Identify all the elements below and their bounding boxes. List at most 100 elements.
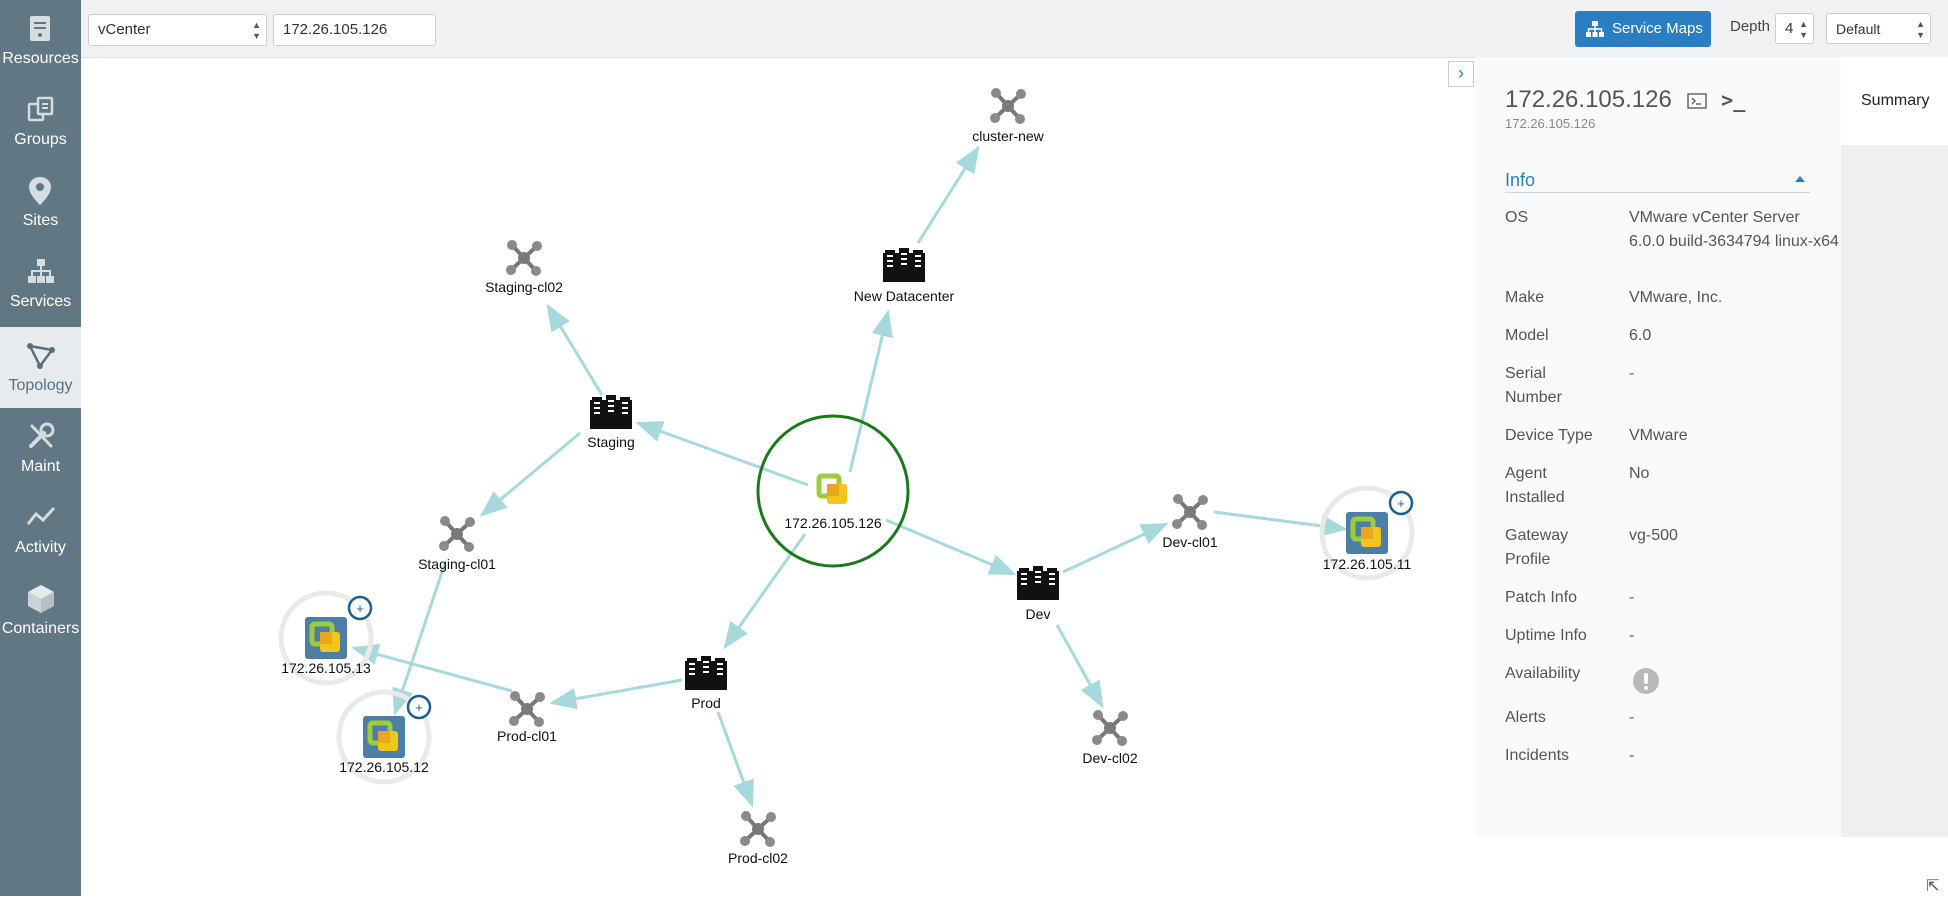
cluster-icon <box>1090 708 1130 748</box>
nav-maint[interactable]: Maint <box>0 408 81 489</box>
node-label: Staging-cl02 <box>485 279 563 295</box>
info-value-incidents: - <box>1629 747 1635 764</box>
depth-select[interactable]: 4 ▲▼ <box>1775 13 1814 44</box>
node-new-datacenter[interactable]: New Datacenter <box>854 248 955 304</box>
node-label: Staging-cl01 <box>418 556 496 572</box>
datacenter-icon <box>1017 566 1059 600</box>
expand-plus-icon[interactable] <box>347 595 373 621</box>
info-section-header[interactable]: Info <box>1505 170 1810 193</box>
nav-containers[interactable]: Containers <box>0 570 81 651</box>
nav-activity[interactable]: Activity <box>0 489 81 570</box>
nav-topology[interactable]: Topology <box>0 327 81 408</box>
info-label-gateway: Gateway Profile <box>1505 527 1569 568</box>
nav-label: Services <box>9 293 72 310</box>
host-ring <box>1319 485 1415 581</box>
resize-corner-icon[interactable]: ⇱ <box>1926 878 1940 895</box>
node-prod-cl01[interactable]: Prod-cl01 <box>497 689 557 744</box>
node-label: Prod <box>691 695 721 711</box>
info-label-uptime: Uptime Info <box>1505 627 1587 644</box>
node-dev-cl01[interactable]: Dev-cl01 <box>1162 492 1218 550</box>
groups-icon <box>27 96 54 122</box>
edge <box>351 643 513 693</box>
edge <box>916 145 980 244</box>
sitemap-icon <box>1586 21 1604 37</box>
tab-summary[interactable]: Summary <box>1861 92 1930 109</box>
edge <box>848 309 893 473</box>
wrench-icon <box>29 422 55 448</box>
info-label-patch: Patch Info <box>1505 589 1578 606</box>
node-staging[interactable]: Staging <box>587 395 635 450</box>
address-value: 172.26.105.126 <box>283 21 388 38</box>
node-staging-cl02[interactable]: Staging-cl02 <box>485 238 563 295</box>
expand-plus-icon[interactable] <box>406 694 432 720</box>
node-host-12[interactable]: + 172.26.105.12 <box>336 689 432 785</box>
location-pin-icon <box>29 177 51 205</box>
svg-text:+: + <box>1397 496 1405 511</box>
info-value-model: 6.0 <box>1629 327 1652 344</box>
edge <box>1055 624 1104 709</box>
layout-select[interactable]: Default ▲▼ <box>1826 13 1931 44</box>
nav-label: Activity <box>15 539 66 556</box>
svg-text:+: + <box>415 700 423 715</box>
node-label: 172.26.105.126 <box>784 515 882 531</box>
info-label-serial: Serial Number <box>1505 365 1562 406</box>
node-host-11[interactable]: + 172.26.105.11 <box>1319 485 1415 581</box>
host-ring <box>278 590 374 686</box>
info-label-availability: Availability <box>1505 665 1581 682</box>
topology-canvas[interactable]: 172.26.105.126 cluster-new New Datacente… <box>81 57 1475 896</box>
node-label: cluster-new <box>972 128 1044 144</box>
cluster-icon <box>507 689 547 729</box>
node-staging-cl01[interactable]: Staging-cl01 <box>418 514 496 572</box>
panel-subtitle: 172.26.105.126 <box>1505 116 1596 131</box>
terminal-icon[interactable]: >_ <box>1721 88 1746 112</box>
cluster-icon <box>1170 492 1210 532</box>
select-arrows-icon: ▲▼ <box>1916 19 1925 40</box>
chevron-right-icon: › <box>1458 63 1464 83</box>
node-host-13[interactable]: + 172.26.105.13 <box>278 590 374 686</box>
caret-up-icon <box>1795 176 1805 182</box>
selection-ring <box>756 414 910 568</box>
svg-text:+: + <box>356 601 364 616</box>
info-label-agent: Agent Installed <box>1505 465 1565 506</box>
vmware-host-icon <box>1346 512 1388 554</box>
node-label: 172.26.105.11 <box>1323 556 1412 572</box>
node-cluster-new[interactable]: cluster-new <box>972 86 1045 144</box>
edge <box>546 303 604 396</box>
info-label-incidents: Incidents <box>1505 747 1570 764</box>
nav-groups[interactable]: Groups <box>0 81 81 162</box>
datacenter-icon <box>883 248 925 282</box>
edges <box>351 145 1348 808</box>
expand-plus-icon[interactable] <box>1388 490 1414 516</box>
vmware-host-icon <box>363 716 405 758</box>
node-prod-cl02[interactable]: Prod-cl02 <box>728 809 788 866</box>
info-label-alerts: Alerts <box>1505 709 1546 726</box>
info-value-patch: - <box>1629 589 1635 606</box>
console-icon[interactable] <box>1686 92 1707 109</box>
select-arrows-icon: ▲▼ <box>1799 19 1808 40</box>
address-input[interactable]: 172.26.105.126 <box>273 14 436 46</box>
node-label: Dev-cl01 <box>1162 534 1217 550</box>
node-dev-cl02[interactable]: Dev-cl02 <box>1082 708 1138 766</box>
service-maps-label: Service Maps <box>1612 20 1703 37</box>
node-vcenter-selected[interactable]: 172.26.105.126 <box>756 414 910 568</box>
info-value-make: VMware, Inc. <box>1629 289 1723 306</box>
host-ring <box>336 689 432 785</box>
panel-tabs-background <box>1841 145 1948 837</box>
nav-resources[interactable]: Resources <box>0 0 81 81</box>
node-prod[interactable]: Prod <box>685 656 727 711</box>
nav-label: Sites <box>22 212 59 229</box>
sidebar: Resources Groups Sites Services <box>0 0 81 896</box>
node-dev[interactable]: Dev <box>1017 566 1059 622</box>
collapse-panel-button[interactable]: › <box>1448 61 1474 87</box>
info-value-os: VMware vCenter Server 6.0.0 build-363479… <box>1629 209 1839 250</box>
node-label: Prod-cl01 <box>497 728 557 744</box>
resource-type-select[interactable]: vCenter ▲▼ <box>88 14 267 46</box>
panel-title: 172.26.105.126 >_ <box>1505 86 1745 114</box>
edge <box>635 421 809 487</box>
node-label: Dev-cl02 <box>1082 750 1137 766</box>
nav-sites[interactable]: Sites <box>0 162 81 243</box>
topology-graph[interactable]: 172.26.105.126 cluster-new New Datacente… <box>81 57 1475 896</box>
edge <box>1062 522 1169 574</box>
nav-services[interactable]: Services <box>0 243 81 324</box>
service-maps-button[interactable]: Service Maps <box>1575 11 1711 47</box>
